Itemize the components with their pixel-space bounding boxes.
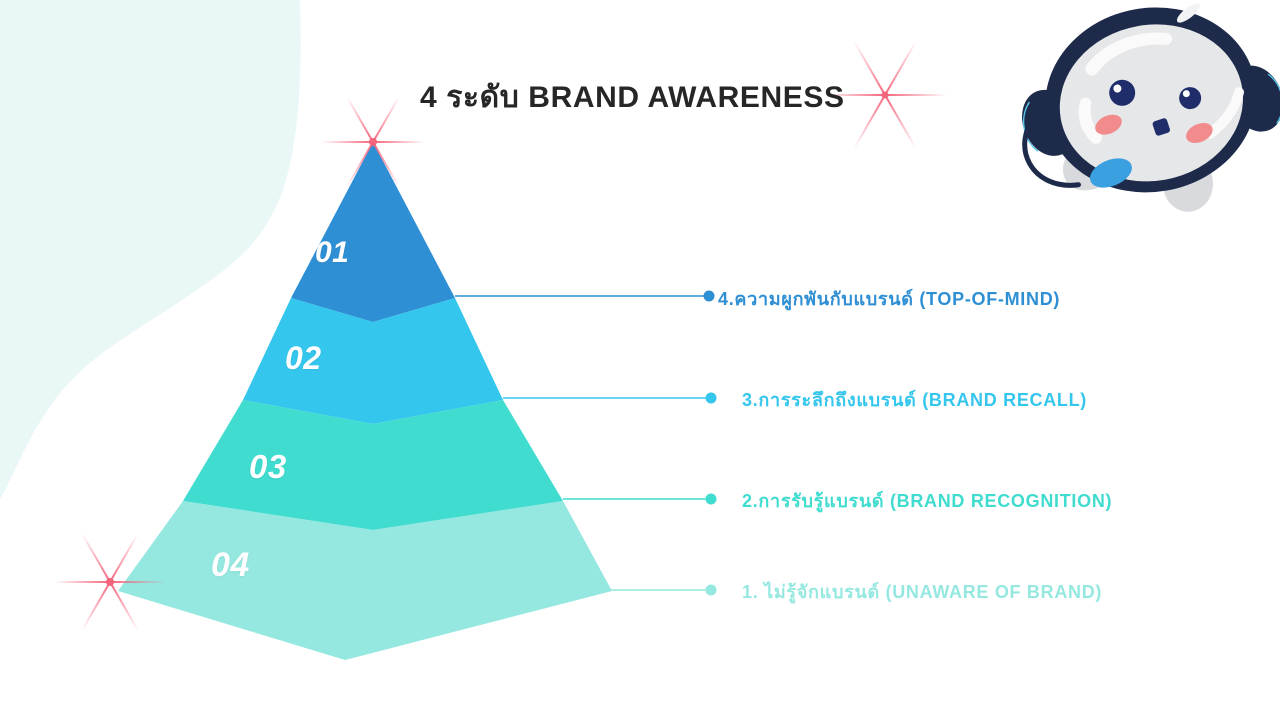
pyramid-tier-number-03: 03 (249, 448, 287, 485)
callout-label-brand-recognition: 2.การรับรู้แบรนด์ (BRAND RECOGNITION) (742, 491, 1113, 511)
sparkle-pyramid-apex-icon (321, 96, 425, 188)
callout-label-brand-recall: 3.การระลึกถึงแบรนด์ (BRAND RECALL) (742, 390, 1088, 410)
connector-line-01 (455, 290, 715, 302)
pyramid-tier-number-01: 01 (315, 236, 350, 269)
callout-label-unaware-of-brand: 1. ไม่รู้จักแบรนด์ (UNAWARE OF BRAND) (742, 582, 1103, 602)
pyramid-tier-04 (118, 501, 612, 660)
connector-line-03 (563, 493, 717, 505)
pyramid-tier-number-04: 04 (211, 546, 250, 584)
connector-line-04 (611, 584, 717, 596)
pyramid-tier-02 (243, 298, 503, 424)
callout-label-top-of-mind: 4.ความผูกพันกับแบรนด์ (TOP-OF-MIND) (718, 289, 1061, 309)
connector-line-02 (503, 392, 717, 404)
pyramid-tier-number-02: 02 (285, 340, 322, 376)
sparkle-bottom-left-icon (54, 533, 166, 631)
pyramid-tier-01 (291, 142, 455, 322)
pyramid-tier-03 (183, 400, 563, 530)
page-title: 4 ระดับ BRAND AWARENESS (420, 81, 845, 114)
